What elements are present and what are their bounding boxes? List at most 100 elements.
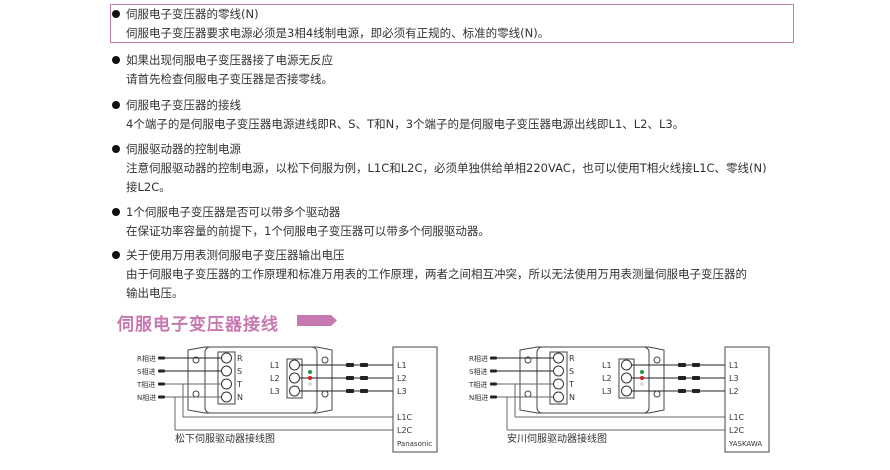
drive-brand: YASKAWA bbox=[728, 440, 762, 448]
list-item: 伺服驱动器的控制电源注意伺服驱动器的控制电源，以松下伺服为例，L1C和L2C，必… bbox=[112, 140, 767, 197]
item-title: 伺服电子变压器的接线 bbox=[126, 98, 241, 112]
input-label: S相进 bbox=[469, 367, 487, 376]
connector-icon bbox=[692, 363, 700, 367]
connector-icon bbox=[490, 395, 497, 399]
screw-icon bbox=[289, 385, 300, 397]
terminal-label: S bbox=[569, 367, 574, 376]
screw-icon bbox=[289, 372, 300, 384]
diagram-caption: 松下伺服驱动器接线图 bbox=[175, 432, 275, 445]
item-text: 请首先检查伺服电子变压器是否接零线。 bbox=[126, 72, 333, 86]
connector-icon bbox=[158, 356, 165, 360]
item-title: 伺服驱动器的控制电源 bbox=[126, 142, 241, 156]
input-terminal-block bbox=[549, 351, 568, 405]
output-label: L2 bbox=[602, 374, 612, 383]
drive-terminal-label: L3 bbox=[397, 387, 407, 396]
screw-icon bbox=[553, 391, 564, 403]
connector-icon bbox=[678, 363, 686, 367]
fault-led-icon bbox=[308, 376, 312, 380]
connector-icon bbox=[158, 395, 165, 399]
drive-terminal-label: L3 bbox=[729, 374, 739, 383]
input-label: T相进 bbox=[136, 380, 155, 389]
highlight-box bbox=[110, 4, 794, 43]
screw-icon bbox=[221, 391, 232, 403]
connector-icon bbox=[360, 376, 368, 380]
input-label: R相进 bbox=[137, 354, 156, 363]
bullet-icon bbox=[112, 56, 120, 64]
terminal-label: R bbox=[237, 354, 243, 363]
connector-icon bbox=[678, 376, 686, 380]
mount-hole-icon bbox=[321, 356, 329, 364]
input-terminal-block bbox=[217, 351, 236, 405]
drive-terminal-label: L1 bbox=[397, 361, 407, 370]
connector-icon bbox=[490, 356, 497, 360]
item-title: 1个伺服电子变压器是否可以带多个驱动器 bbox=[126, 205, 341, 219]
screw-icon bbox=[289, 359, 300, 371]
connector-icon bbox=[346, 376, 354, 380]
screw-icon bbox=[221, 378, 232, 390]
drive-terminal-label: L1C bbox=[729, 413, 745, 422]
item-title: 伺服电子变压器的零线(N) bbox=[126, 7, 259, 21]
screw-icon bbox=[621, 359, 632, 371]
screw-icon bbox=[553, 365, 564, 377]
input-label: R相进 bbox=[469, 354, 488, 363]
bullet-icon bbox=[112, 251, 120, 259]
list-item: 伺服电子变压器的零线(N) 伺服电子变压器要求电源必须是3相4线制电源，即必须有正… bbox=[112, 5, 549, 43]
output-label: L1 bbox=[602, 361, 612, 370]
terminal-label: R bbox=[569, 354, 575, 363]
bullet-icon bbox=[112, 145, 120, 153]
section-title: 伺服电子变压器接线 bbox=[117, 315, 279, 335]
led-icon bbox=[308, 382, 312, 386]
terminal-label: S bbox=[237, 367, 242, 376]
item-text: 4个端子的是伺服电子变压器电源进线即R、S、T和N，3个端子的是伺服电子变压器电… bbox=[126, 117, 685, 131]
power-led-icon bbox=[308, 370, 312, 374]
mount-hole-icon bbox=[653, 356, 661, 364]
item-title: 如果出现伺服电子变压器接了电源无反应 bbox=[126, 53, 333, 67]
connector-icon bbox=[360, 389, 368, 393]
list-item: 关于使用万用表测伺服电子变压器输出电压由于伺服电子变压器的工作原理和标准万用表的… bbox=[112, 246, 747, 303]
input-label: S相进 bbox=[137, 367, 155, 376]
connector-icon bbox=[360, 363, 368, 367]
terminal-label: T bbox=[568, 380, 574, 389]
fault-led-icon bbox=[640, 376, 644, 380]
item-text: 接L2C。 bbox=[126, 180, 171, 194]
screw-icon bbox=[621, 372, 632, 384]
item-text: 在保证功率容量的前提下，1个伺服电子变压器可以带多个伺服驱动器。 bbox=[126, 224, 490, 238]
list-item: 如果出现伺服电子变压器接了电源无反应请首先检查伺服电子变压器是否接零线。 bbox=[112, 51, 333, 89]
terminal-label: N bbox=[569, 393, 575, 402]
connector-icon bbox=[490, 382, 497, 386]
output-label: L1 bbox=[270, 361, 280, 370]
item-text: 输出电压。 bbox=[126, 286, 184, 300]
connector-icon bbox=[158, 369, 165, 373]
drive-terminal-label: L2 bbox=[729, 387, 739, 396]
mount-hole-icon bbox=[524, 356, 532, 364]
input-label: T相进 bbox=[468, 380, 487, 389]
output-label: L3 bbox=[270, 387, 280, 396]
servo-drive-box bbox=[392, 346, 438, 453]
arrow-icon bbox=[297, 315, 337, 326]
input-label: N相进 bbox=[469, 393, 488, 402]
connector-icon bbox=[692, 389, 700, 393]
item-title: 关于使用万用表测伺服电子变压器输出电压 bbox=[126, 248, 345, 262]
connector-icon bbox=[158, 382, 165, 386]
screw-icon bbox=[553, 378, 564, 390]
bullet-icon bbox=[112, 208, 120, 216]
drive-terminal-label: L1C bbox=[397, 413, 413, 422]
bullet-icon bbox=[112, 101, 120, 109]
connector-icon bbox=[678, 389, 686, 393]
output-label: L3 bbox=[602, 387, 612, 396]
screw-icon bbox=[221, 352, 232, 364]
diagram-caption: 安川伺服驱动器接线图 bbox=[507, 432, 607, 445]
connector-icon bbox=[692, 376, 700, 380]
item-text: 注意伺服驱动器的控制电源，以松下伺服为例，L1C和L2C，必须单独供给单相220… bbox=[126, 161, 767, 175]
item-text: 伺服电子变压器要求电源必须是3相4线制电源，即必须有正规的、标准的零线(N)。 bbox=[126, 26, 550, 40]
bullet-icon bbox=[112, 10, 120, 18]
terminal-label: T bbox=[236, 380, 242, 389]
drive-terminal-label: L2C bbox=[729, 426, 745, 435]
led-icon bbox=[640, 382, 644, 386]
connector-icon bbox=[346, 389, 354, 393]
mount-hole-icon bbox=[192, 356, 200, 364]
screw-icon bbox=[621, 385, 632, 397]
list-item: 伺服电子变压器的接线 4个端子的是伺服电子变压器电源进线即R、S、T和N，3个端子… bbox=[112, 96, 684, 134]
